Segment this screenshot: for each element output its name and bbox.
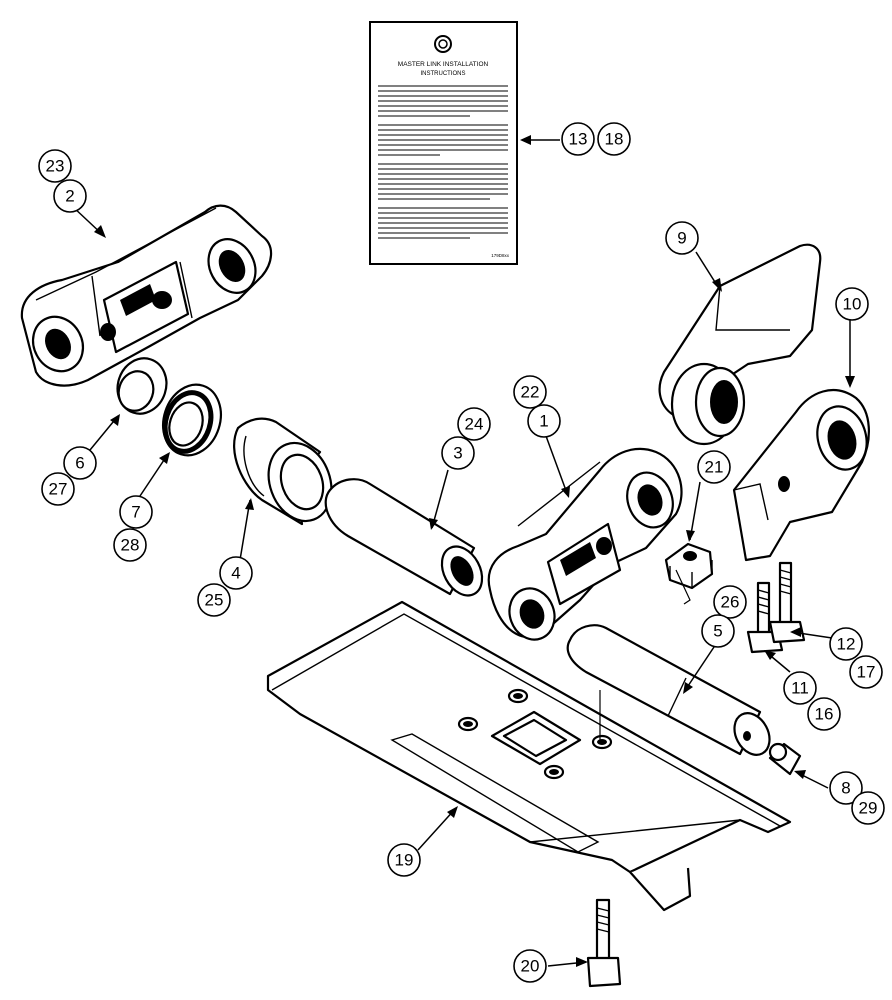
callout-label: 26	[721, 593, 740, 612]
callout-19: 19	[387, 843, 421, 877]
callout-7: 7	[119, 495, 153, 529]
callout-21: 21	[697, 450, 731, 484]
card-part-code: 179D8xx	[491, 253, 510, 258]
master-link-left	[20, 204, 273, 387]
callout-20: 20	[513, 949, 547, 983]
callouts: 23 2 13 18 9 10 6 27 7 28 4 25 24 3 22 1…	[38, 122, 885, 983]
callout-22: 22	[513, 375, 547, 409]
callout-28: 28	[113, 528, 147, 562]
callout-6: 6	[63, 446, 97, 480]
callout-label: 5	[713, 622, 722, 641]
callout-10: 10	[835, 287, 869, 321]
callout-17: 17	[849, 655, 883, 689]
callout-label: 8	[841, 779, 850, 798]
callout-label: 12	[837, 635, 856, 654]
plug	[768, 742, 802, 776]
callout-label: 1	[539, 412, 548, 431]
callout-1: 1	[527, 404, 561, 438]
master-pin	[566, 624, 771, 756]
callout-13: 13	[561, 122, 595, 156]
callout-11: 11	[783, 671, 817, 705]
callout-label: 20	[521, 957, 540, 976]
shoe-bolt	[586, 898, 622, 988]
seal	[162, 383, 222, 457]
callout-25: 25	[197, 583, 231, 617]
callout-26: 26	[713, 585, 747, 619]
nut	[664, 542, 714, 590]
callout-label: 27	[49, 480, 68, 499]
callout-label: 11	[791, 679, 809, 698]
card-title: MASTER LINK INSTALLATION	[398, 61, 489, 68]
callout-label: 2	[65, 187, 74, 206]
callout-8: 8	[829, 771, 863, 805]
callout-9: 9	[665, 221, 699, 255]
callout-label: 6	[75, 454, 84, 473]
callout-3: 3	[441, 436, 475, 470]
link-half-lower	[732, 388, 870, 562]
card-body-lines	[378, 85, 508, 239]
callout-29: 29	[851, 791, 885, 825]
pin	[324, 478, 484, 597]
callout-label: 3	[453, 444, 462, 463]
master-link-right	[487, 447, 683, 641]
callout-label: 22	[521, 383, 540, 402]
callout-label: 13	[569, 130, 588, 149]
instruction-card: MASTER LINK INSTALLATION INSTRUCTIONS	[369, 21, 518, 265]
callout-label: 29	[859, 799, 878, 818]
callout-23: 23	[38, 149, 72, 183]
seal-ring	[116, 357, 168, 415]
callout-label: 28	[121, 536, 140, 555]
callout-4: 4	[219, 556, 253, 590]
track-shoe	[266, 600, 792, 912]
callout-label: 10	[843, 295, 862, 314]
arrowheads	[94, 135, 855, 967]
callout-label: 21	[705, 458, 724, 477]
callout-label: 16	[815, 705, 834, 724]
link-half-upper	[658, 243, 822, 446]
callout-label: 23	[46, 157, 65, 176]
callout-2: 2	[53, 179, 87, 213]
callout-16: 16	[807, 697, 841, 731]
callout-24: 24	[457, 407, 491, 441]
callout-label: 9	[677, 229, 686, 248]
callout-27: 27	[41, 472, 75, 506]
bushing	[233, 417, 333, 526]
callout-12: 12	[829, 627, 863, 661]
callout-label: 25	[205, 591, 224, 610]
callout-label: 4	[231, 564, 240, 583]
card-subtitle: INSTRUCTIONS	[421, 71, 466, 77]
bolt-long	[768, 561, 806, 644]
callout-label: 18	[605, 130, 624, 149]
callout-5: 5	[701, 614, 735, 648]
callout-18: 18	[597, 122, 631, 156]
callout-label: 24	[465, 415, 484, 434]
callout-label: 17	[857, 663, 876, 682]
alignment-lines	[599, 569, 691, 740]
callout-label: 7	[131, 503, 140, 522]
callout-label: 19	[395, 851, 414, 870]
